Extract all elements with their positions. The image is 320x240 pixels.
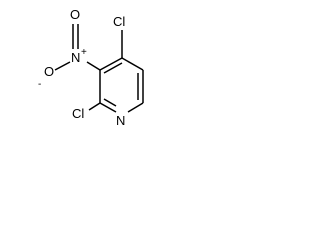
atom-label-layer: Cl N + O O - N Cl <box>38 7 125 128</box>
bond-c3-nitro-n <box>86 61 101 71</box>
chemical-structure: Cl N + O O - N Cl <box>38 7 144 128</box>
bond-layer <box>54 24 144 113</box>
bond-c3-c4 <box>99 57 123 71</box>
atom-label-cl-top: Cl <box>113 14 125 29</box>
bond-c4-c5 <box>121 57 144 71</box>
bond-c6-ring-n <box>127 102 144 113</box>
bond-nitro-n-o-left <box>54 61 71 71</box>
atom-label-nitro-o-top: O <box>70 7 80 22</box>
bond-ring-n-c2-inner <box>103 98 117 107</box>
atom-label-nitro-n: N <box>71 50 80 65</box>
atom-label-nitro-o-left: O <box>44 64 54 79</box>
nitro-positive-charge: + <box>81 47 87 58</box>
nitro-negative-charge: - <box>38 79 41 90</box>
bond-ring-n-c2 <box>99 102 117 113</box>
atom-label-ring-n: N <box>116 113 125 128</box>
bond-c3-c4-inner <box>103 62 123 74</box>
bond-c2-cl <box>88 102 101 111</box>
atom-label-cl-bottom: Cl <box>72 106 84 121</box>
